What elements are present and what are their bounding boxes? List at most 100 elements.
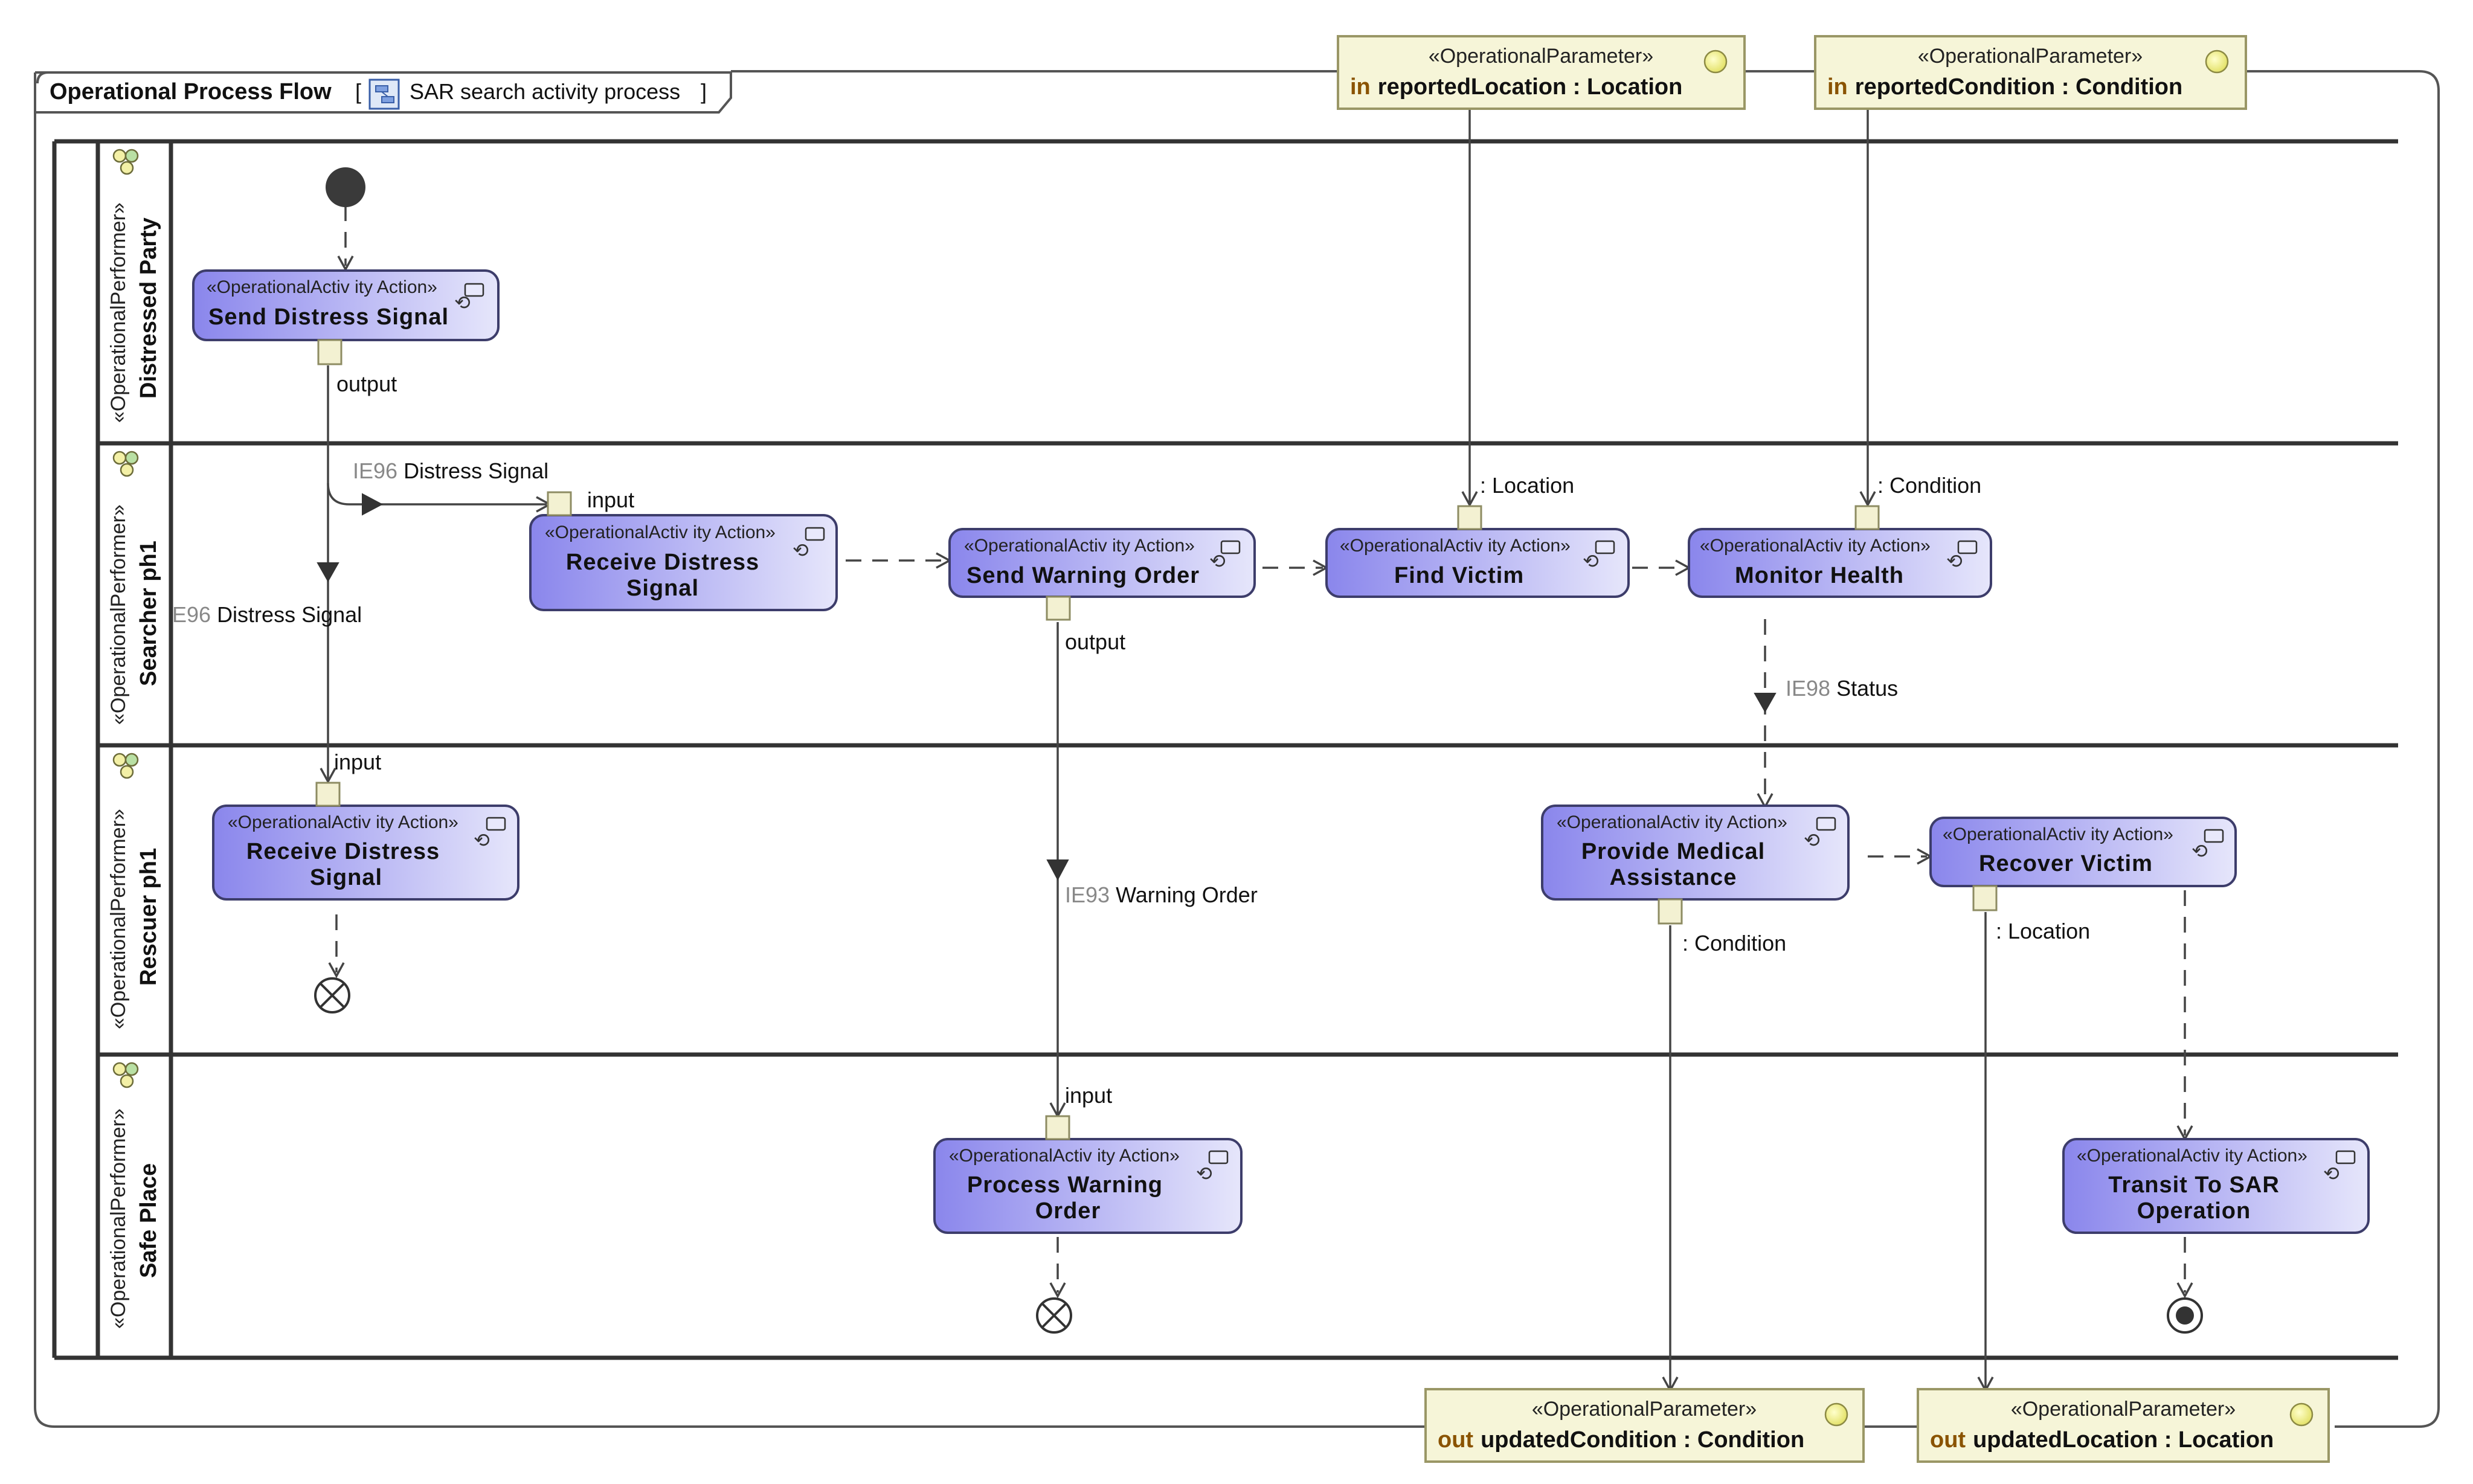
action-stereotype: «OperationalActiv ity Action»: [228, 812, 458, 832]
lane-header-safe-place: «OperationalPerformer» Safe Place: [107, 1062, 161, 1329]
action-receive-distress-signal-rescuer[interactable]: «OperationalActiv ity Action» Receive Di…: [212, 805, 519, 901]
lane-stereotype: «OperationalPerformer»: [107, 202, 130, 423]
action-process-warning-order[interactable]: «OperationalActiv ity Action» Process Wa…: [933, 1138, 1243, 1234]
pin-send-distress-output[interactable]: [317, 339, 342, 365]
flow-final-node[interactable]: [1036, 1297, 1072, 1334]
arrowhead: [1675, 559, 1691, 576]
call-behavior-icon: ⟲: [474, 829, 490, 851]
call-behavior-icon: ⟲: [1209, 550, 1226, 572]
lane-name: Rescuer ph1: [136, 848, 161, 986]
parameter-icon: [2205, 50, 2229, 74]
parameter-stereotype: «OperationalParameter»: [1532, 1398, 1757, 1421]
pin-label: input: [334, 750, 381, 774]
action-send-warning-order[interactable]: «OperationalActiv ity Action» Send Warni…: [948, 528, 1256, 598]
frame-open-bracket: [: [355, 79, 361, 104]
arrowhead: [1859, 491, 1876, 507]
action-name-line-2: Assistance: [1610, 865, 1737, 890]
pin-send-warning-output[interactable]: [1046, 596, 1071, 621]
action-name-line-2: Signal: [310, 865, 382, 890]
parameter-icon: [2289, 1402, 2314, 1427]
action-stereotype: «OperationalActiv ity Action»: [949, 1146, 1180, 1166]
action-send-distress-signal[interactable]: «OperationalActiv ity Action» Send Distr…: [192, 269, 500, 341]
action-stereotype: «OperationalActiv ity Action»: [1340, 536, 1571, 556]
pin-process-warning-input[interactable]: [1045, 1115, 1070, 1140]
flow-direction-marker: [362, 493, 384, 516]
object-flow-distress-searcher: [327, 483, 547, 506]
pin-label: : Condition: [1682, 931, 1786, 956]
lane-stereotype: «OperationalPerformer»: [107, 1108, 130, 1329]
action-name-line-1: Process Warning: [967, 1172, 1163, 1198]
action-name-line-2: Order: [1035, 1198, 1101, 1224]
pin-receive-searcher-input[interactable]: [547, 491, 572, 516]
lane-stereotype: «OperationalPerformer»: [107, 504, 130, 725]
lane-header-searcher-ph1: «OperationalPerformer» Searcher ph1: [107, 451, 161, 725]
action-receive-distress-signal-searcher[interactable]: «OperationalActiv ity Action» Receive Di…: [529, 514, 838, 611]
action-stereotype: «OperationalActiv ity Action»: [545, 522, 776, 542]
action-find-victim[interactable]: «OperationalActiv ity Action» Find Victi…: [1325, 528, 1630, 598]
action-provide-medical-assistance[interactable]: «OperationalActiv ity Action» Provide Me…: [1541, 805, 1850, 901]
activity-final-node[interactable]: [2167, 1297, 2203, 1334]
initial-node[interactable]: [326, 167, 365, 207]
note-icon: [1208, 1150, 1229, 1164]
pin-label: input: [1065, 1083, 1112, 1108]
frame-close-bracket: ]: [701, 79, 707, 104]
action-monitor-health[interactable]: «OperationalActiv ity Action» Monitor He…: [1688, 528, 1992, 598]
action-name-line-1: Provide Medical: [1581, 839, 1765, 864]
action-name: Recover Victim: [1979, 851, 2153, 876]
frame-title: Operational Process Flow: [50, 79, 332, 104]
note-icon: [464, 283, 484, 297]
action-stereotype: «OperationalActiv ity Action»: [1943, 824, 2173, 844]
action-name-line-1: Receive Distress: [566, 550, 759, 575]
pin-label: output: [336, 371, 397, 396]
parameter-icon: [1703, 50, 1728, 74]
note-icon: [805, 527, 825, 541]
arrowhead: [2176, 1282, 2193, 1299]
pin-find-victim-location[interactable]: [1457, 505, 1482, 530]
pin-monitor-health-condition[interactable]: [1854, 505, 1880, 530]
action-name: Send Distress Signal: [208, 304, 449, 330]
call-behavior-icon: ⟲: [1946, 550, 1963, 572]
performer-icon: [112, 753, 139, 779]
action-transit-to-sar-operation[interactable]: «OperationalActiv ity Action» Transit To…: [2062, 1138, 2370, 1234]
action-name: Send Warning Order: [966, 563, 1200, 588]
performer-icon: [112, 149, 139, 175]
arrowhead: [1461, 491, 1478, 507]
action-name: Find Victim: [1394, 563, 1524, 588]
action-stereotype: «OperationalActiv ity Action»: [1557, 812, 1787, 832]
action-recover-victim[interactable]: «OperationalActiv ity Action» Recover Vi…: [1929, 817, 2237, 887]
flow-direction-marker: [317, 562, 339, 583]
action-name-line-1: Transit To SAR: [2108, 1172, 2280, 1198]
pin-label: : Condition: [1877, 473, 1981, 498]
parameter-stereotype: «OperationalParameter»: [1918, 45, 2143, 68]
note-icon: [486, 817, 506, 831]
parameter-stereotype: «OperationalParameter»: [2011, 1398, 2236, 1421]
flow-direction-marker: [1046, 859, 1069, 881]
lane-stereotype: «OperationalPerformer»: [107, 809, 130, 1029]
activity-diagram-icon: [368, 79, 400, 110]
note-icon: [2204, 829, 2224, 843]
activity-frame: [34, 70, 2440, 1428]
pin-receive-rescuer-input[interactable]: [315, 782, 341, 807]
action-stereotype: «OperationalActiv ity Action»: [964, 536, 1195, 556]
pin-provide-medical-condition[interactable]: [1658, 898, 1683, 925]
note-icon: [1816, 817, 1836, 831]
pin-recover-victim-location[interactable]: [1972, 885, 1998, 911]
note-icon: [1220, 540, 1241, 554]
parameter-icon: [1824, 1402, 1848, 1427]
action-name-line-2: Operation: [2137, 1198, 2251, 1224]
flow-final-node[interactable]: [314, 977, 350, 1013]
call-behavior-icon: ⟲: [793, 539, 809, 561]
note-icon: [2335, 1150, 2356, 1164]
action-stereotype: «OperationalActiv ity Action»: [2077, 1146, 2307, 1166]
call-behavior-icon: ⟲: [1583, 550, 1599, 572]
note-icon: [1957, 540, 1978, 554]
arrowhead: [1049, 1282, 1066, 1299]
